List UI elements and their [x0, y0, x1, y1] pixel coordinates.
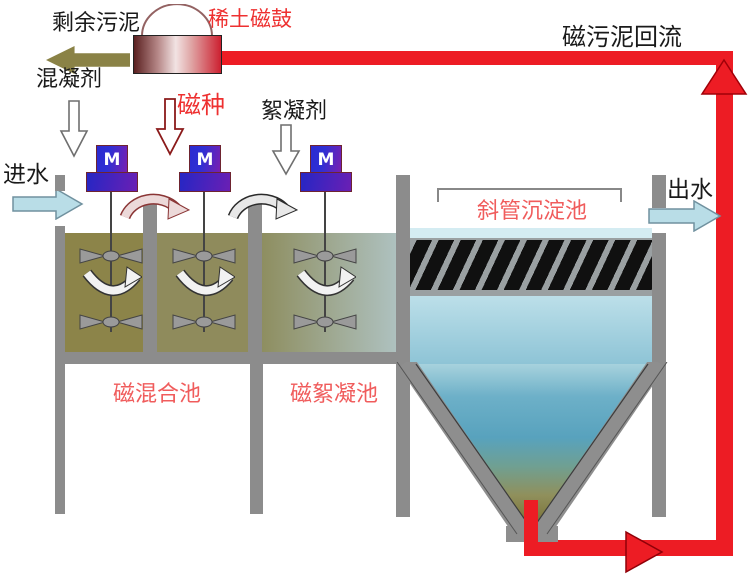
motor3: M: [310, 145, 342, 174]
weir-arrow-tank1-tank2-icon: [119, 193, 191, 220]
leg-middle: [250, 364, 263, 514]
weir-arrow-tank2-tank3-icon: [227, 193, 299, 220]
magnetic-mixing-tank-label: 磁混合池: [113, 382, 202, 407]
coagulant-down-arrow-icon: [59, 100, 89, 158]
tank3-mixing-arrow-icon: [296, 266, 356, 297]
mixer1-impeller-upper-icon: [79, 248, 143, 264]
motor2-base: [179, 172, 231, 192]
magnetic-seed-down-arrow-icon: [155, 98, 185, 156]
cone-outlet-pipe-overlay: [524, 500, 538, 556]
surplus-sludge-label: 剩余污泥: [52, 11, 141, 36]
drum-arc-icon: [141, 4, 213, 37]
wall-tank1-tank2: [143, 202, 157, 364]
sed-cone-hopper: [396, 362, 668, 542]
mixer3-impeller-upper-icon: [293, 248, 357, 264]
magnetic-seed-label: 磁种: [177, 91, 225, 119]
wall-tank2-tank3: [248, 202, 262, 364]
motor3-base: [300, 172, 352, 192]
inlet-label: 进水: [3, 162, 49, 188]
mixer2-impeller-lower-icon: [172, 314, 236, 330]
magnetic-sludge-return-label: 磁污泥回流: [562, 23, 682, 51]
inlet-arrow-icon: [12, 188, 84, 220]
sed-water-upper: [410, 296, 652, 364]
rare-earth-drum-label: 稀土磁鼓: [208, 7, 292, 31]
mixer2-impeller-upper-icon: [172, 248, 236, 264]
bottom-right-arrowhead-icon: [625, 530, 664, 574]
riser-up-arrowhead-icon: [700, 58, 748, 95]
inclined-tube-module: [410, 238, 652, 296]
mixer1-impeller-lower-icon: [79, 314, 143, 330]
motor2-label: M: [196, 149, 214, 170]
leg-left: [55, 364, 65, 514]
sed-span-bracket-icon: [437, 188, 622, 202]
riser-pipe: [716, 51, 733, 556]
motor1: M: [96, 145, 128, 174]
top-return-pipe: [220, 51, 733, 65]
flocculant-down-arrow-icon: [271, 124, 301, 176]
magnetic-drum: [133, 35, 222, 74]
motor1-base: [86, 172, 138, 192]
outlet-arrow-icon: [648, 200, 722, 232]
magnetic-flocculation-tank-label: 磁絮凝池: [290, 382, 379, 407]
wall-sed-left: [396, 175, 410, 517]
motor3-label: M: [317, 149, 335, 170]
wall-sed-right-upper: [652, 175, 666, 208]
mixer3-impeller-lower-icon: [293, 314, 357, 330]
coagulant-label: 混凝剂: [36, 67, 103, 92]
motor2: M: [189, 145, 221, 174]
wall-left-lower: [55, 226, 65, 364]
tank2-mixing-arrow-icon: [175, 266, 235, 297]
tank-floor: [55, 352, 410, 364]
inclined-tube-tank-label: 斜管沉淀池: [477, 199, 588, 224]
tank1-mixing-arrow-icon: [82, 266, 142, 297]
outlet-label: 出水: [667, 177, 713, 203]
wall-left-upper: [55, 175, 65, 191]
flocculant-label: 絮凝剂: [261, 99, 328, 124]
motor1-label: M: [103, 149, 121, 170]
